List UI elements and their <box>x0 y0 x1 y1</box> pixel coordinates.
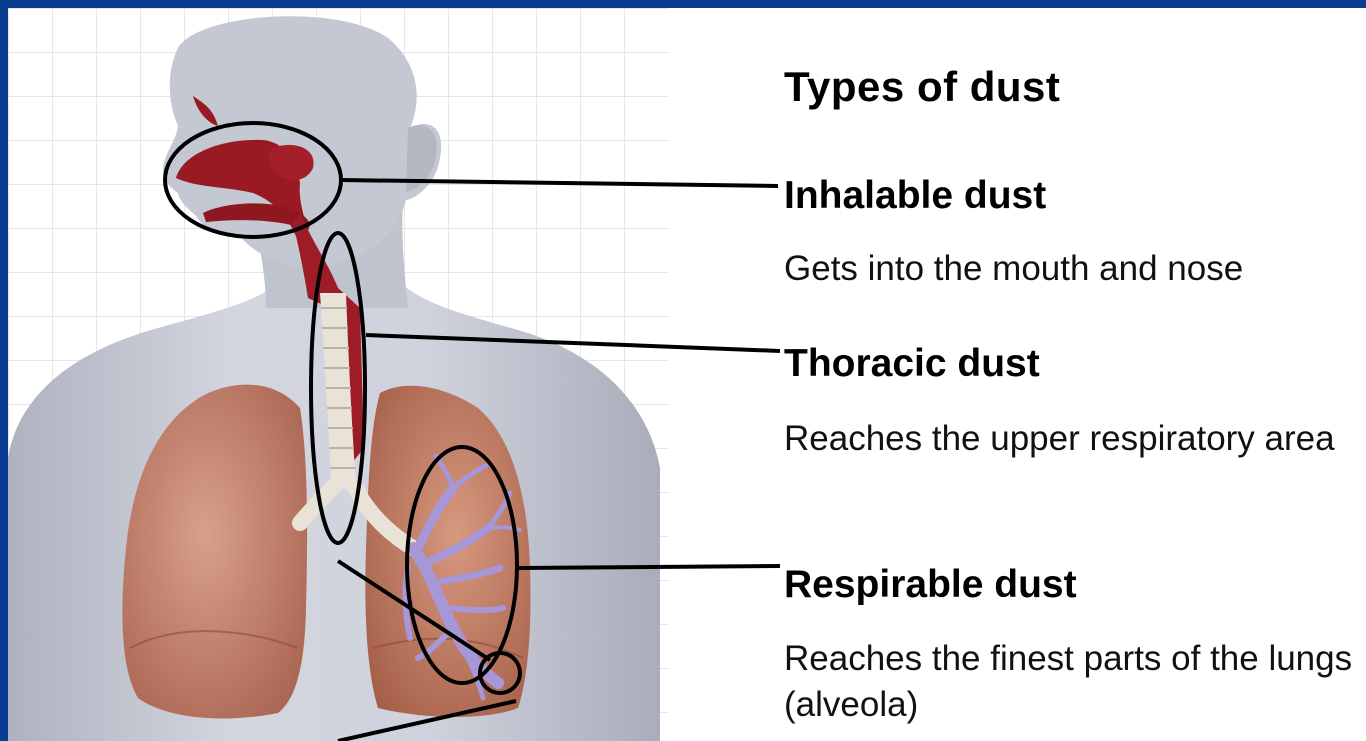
respirable-dust-description: Reaches the finest parts of the lungs (a… <box>784 636 1364 728</box>
respiratory-anatomy-illustration <box>8 8 1366 741</box>
slide-title: Types of dust <box>784 63 1060 111</box>
slide: Types of dust Inhalable dust Gets into t… <box>8 8 1366 741</box>
inhalable-dust-description: Gets into the mouth and nose <box>784 246 1243 292</box>
inhalable-dust-heading: Inhalable dust <box>784 174 1046 218</box>
leader-line-respirable <box>517 566 780 568</box>
respirable-dust-heading: Respirable dust <box>784 563 1077 607</box>
thoracic-dust-description: Reaches the upper respiratory area <box>784 416 1364 462</box>
thoracic-dust-heading: Thoracic dust <box>784 342 1040 386</box>
